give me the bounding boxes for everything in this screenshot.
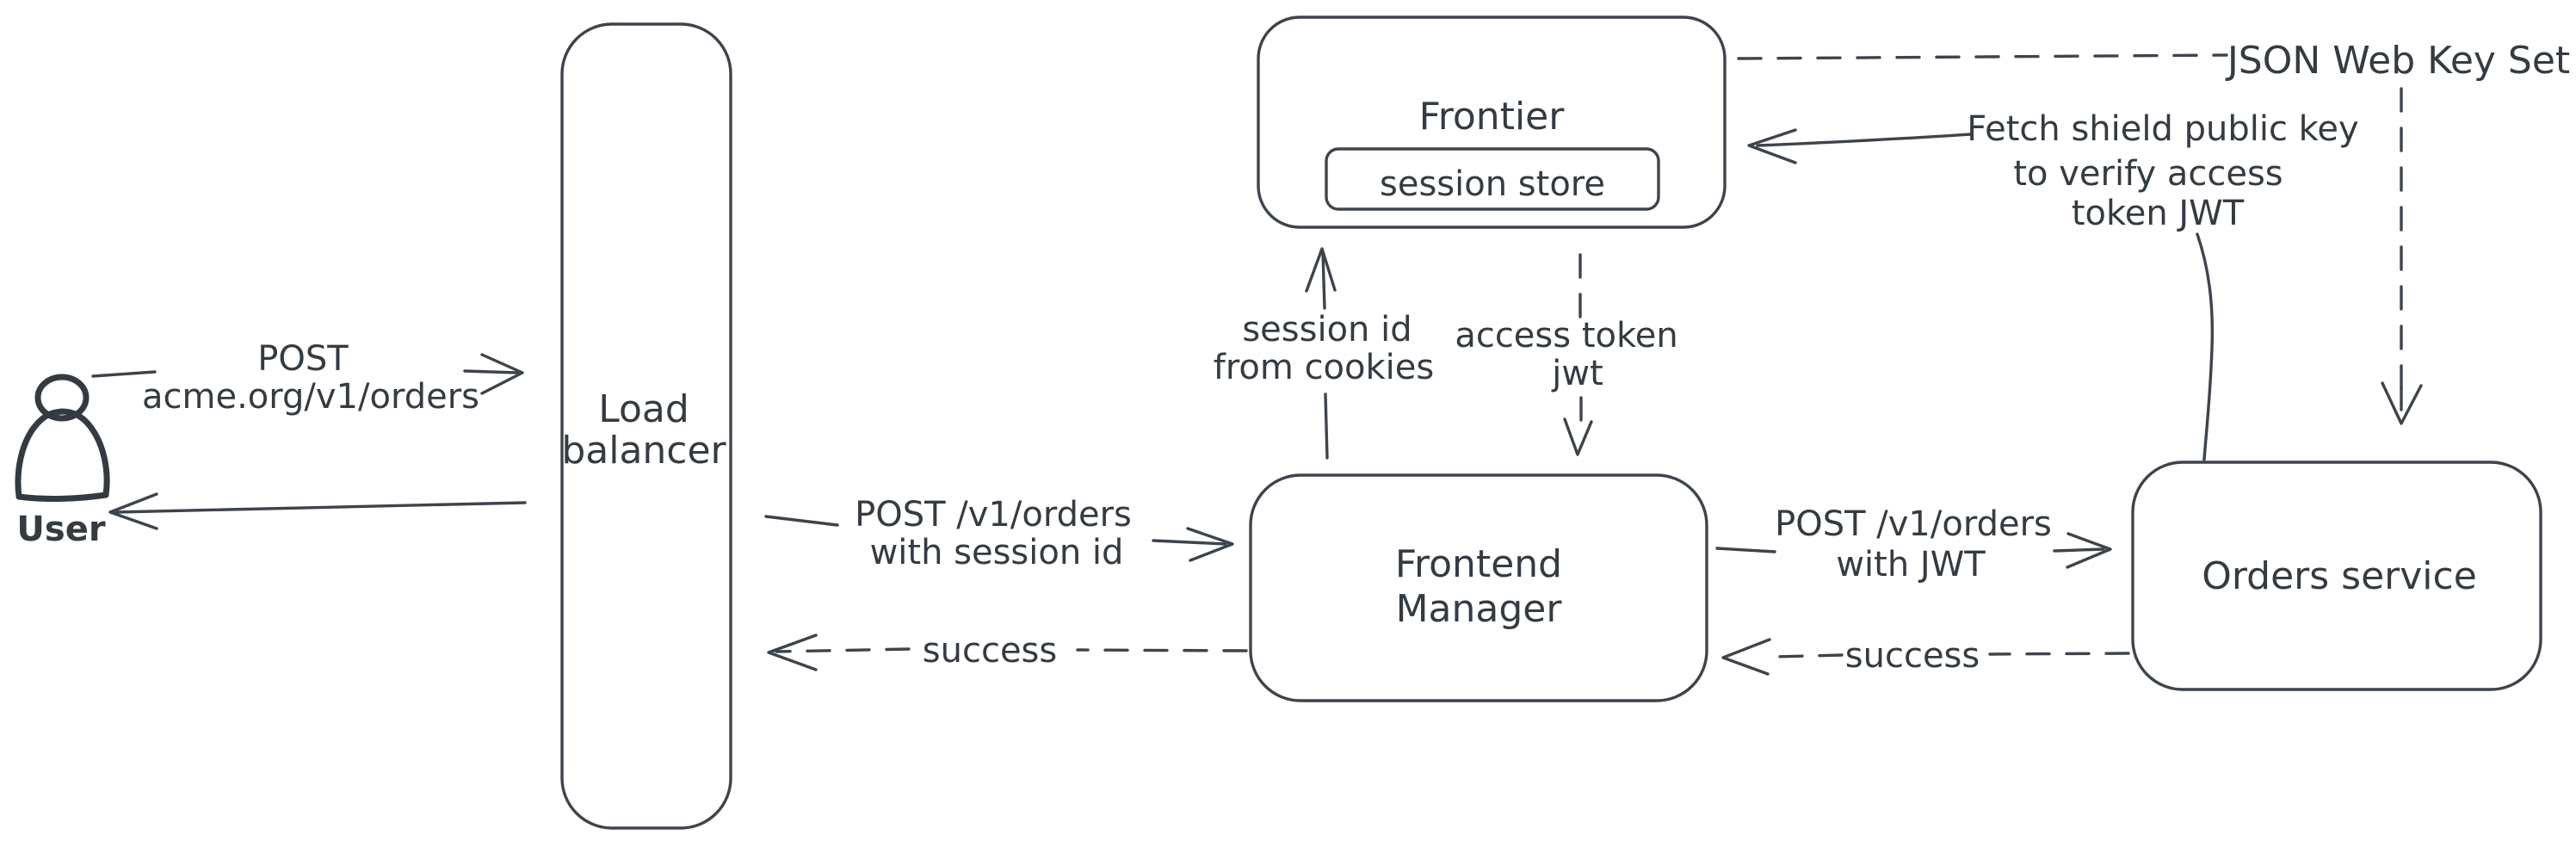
frontend-manager-label-line2: Manager [1396, 587, 1563, 631]
user-icon [34, 374, 90, 422]
user-node: User [15, 374, 110, 549]
arrowhead-left-icon [108, 492, 158, 530]
frontier-label: Frontier [1419, 95, 1566, 139]
edge-label-with-jwt: with JWT [1836, 545, 1986, 584]
user-icon-body [15, 408, 110, 502]
edge-label-session-id: session id [1242, 310, 1412, 349]
edge-label-acme-url: acme.org/v1/orders [142, 377, 479, 417]
edge-label-fetch-key-line1: Fetch shield public key [1967, 109, 2358, 149]
jwks-label: JSON Web Key Set [2225, 39, 2570, 83]
edge-frontend-manager-to-orders-service: POST /v1/orders with JWT [1715, 504, 2112, 584]
edge-user-to-load-balancer: POST acme.org/v1/orders [91, 339, 524, 417]
edge-load-balancer-to-user [108, 492, 527, 530]
arrowhead-left-icon [1721, 638, 1771, 676]
edge-label-success-2: success [1845, 636, 1980, 676]
edge-label-access-token: access token [1455, 316, 1677, 355]
edge-label-fetch-key-line2: to verify access [2013, 154, 2283, 194]
arrowhead-down-icon [2381, 381, 2423, 425]
arrowhead-right-icon [2066, 532, 2112, 569]
edge-label-fetch-key-line3: token JWT [2072, 194, 2245, 233]
user-label: User [16, 510, 105, 549]
edge-label-from-cookies: from cookies [1214, 348, 1434, 387]
edge-label-with-session-id: with session id [870, 533, 1124, 572]
arrowhead-down-icon [1563, 417, 1593, 456]
edge-label-jwt: jwt [1551, 354, 1603, 393]
orders-service-label: Orders service [2202, 554, 2477, 598]
frontend-manager-label-line1: Frontend [1395, 542, 1562, 586]
arrowhead-left-icon [1747, 128, 1797, 164]
load-balancer-node: Load balancer [560, 22, 732, 830]
edge-frontend-manager-to-load-balancer-success: success [767, 631, 1248, 671]
arrowhead-right-icon [1186, 527, 1234, 562]
edge-load-balancer-to-frontend-manager: POST /v1/orders with session id [764, 495, 1234, 572]
session-store-label: session store [1380, 164, 1605, 204]
edge-frontend-manager-to-frontier: session id from cookies [1214, 247, 1434, 460]
arrowhead-up-icon [1305, 247, 1337, 293]
frontend-manager-node: Frontend Manager [1249, 473, 1708, 702]
edge-label-post-orders-session: POST /v1/orders [855, 495, 1132, 535]
edge-frontier-to-frontend-manager: access token jwt [1455, 253, 1678, 456]
edge-orders-service-to-frontier: Fetch shield public key to verify access… [1747, 109, 2359, 461]
edge-frontier-to-jwks: JSON Web Key Set [1737, 39, 2570, 83]
edge-jwks-to-orders-service [2381, 87, 2423, 425]
edge-label-post: POST [257, 339, 349, 379]
session-store-node [1325, 147, 1660, 211]
edge-label-success-1: success [923, 631, 1057, 671]
frontier-node: Frontier session store [1257, 15, 1727, 229]
load-balancer-label-line1: Load [598, 387, 689, 431]
arrowhead-left-icon [767, 634, 818, 671]
orders-service-node: Orders service [2131, 461, 2542, 691]
arrowhead-right-icon [480, 353, 524, 395]
edge-label-post-orders-jwt: POST /v1/orders [1775, 504, 2052, 544]
edge-orders-service-to-frontend-manager-success: success [1721, 636, 2130, 676]
load-balancer-label-line2: balancer [561, 429, 726, 473]
